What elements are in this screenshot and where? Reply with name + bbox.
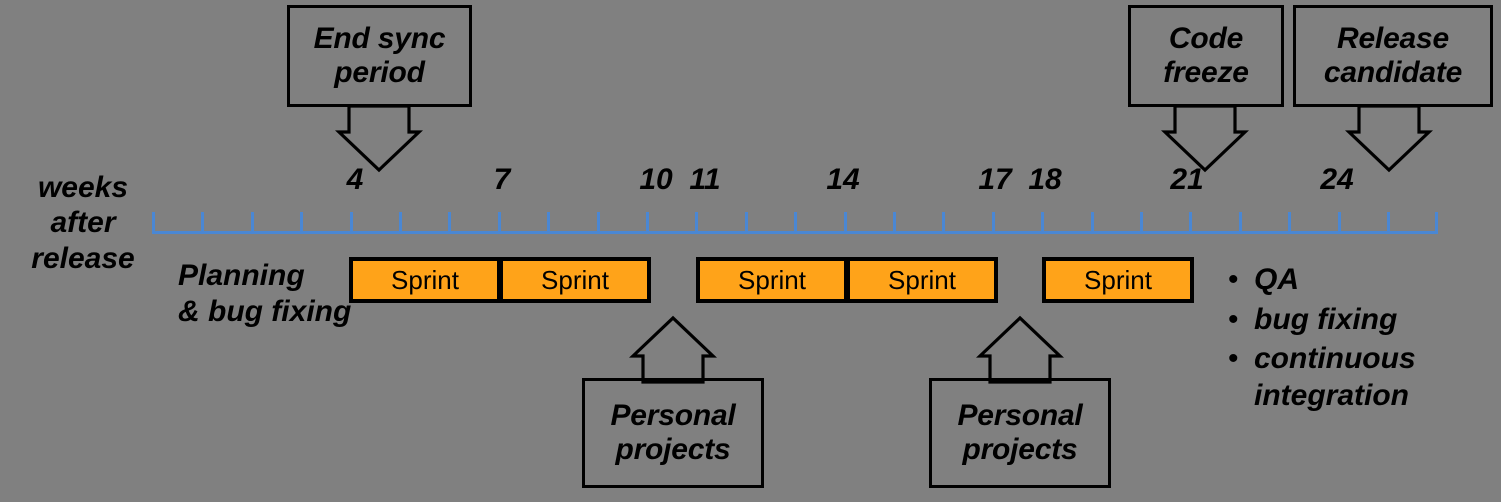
axis-tick [794,212,797,234]
callout-release-candidate-line1: Release [1336,22,1450,56]
callout-personal-projects-2-line2: projects [962,433,1078,466]
sprint-label: Sprint [391,264,459,295]
tick-label-4: 4 [346,163,364,196]
axis-label-line2: after [50,206,116,240]
planning-line2: & bug fixing [178,295,352,328]
axis-tick [844,212,847,234]
axis-tick [498,212,501,234]
axis-tick [646,212,649,234]
sprint-box-3[interactable]: Sprint [696,257,848,303]
callout-code-freeze-line2: freeze [1163,56,1249,89]
sprint-box-5[interactable]: Sprint [1042,257,1194,303]
sprint-box-4[interactable]: Sprint [846,257,998,303]
tick-label-17: 17 [978,163,1012,196]
callout-code-freeze-line1: Code [1168,22,1244,56]
tick-label-18: 18 [1028,163,1062,196]
list-item: • continuous integration [1228,341,1454,414]
planning-line1: Planning [178,259,305,292]
bullet-text: QA [1254,263,1299,296]
axis-label-weeks-after-release: weeks after release [18,170,148,276]
callout-end-sync-period[interactable]: End sync period [287,5,472,107]
sprint-box-2[interactable]: Sprint [499,257,651,303]
axis-tick [1387,212,1390,234]
axis-label-line1: weeks [37,171,129,204]
arrow-up-personal-projects-2 [975,315,1065,384]
bullet-text: continuous integration [1254,342,1416,412]
arrow-down-release-candidate [1344,104,1434,173]
sprint-box-1[interactable]: Sprint [349,257,501,303]
axis-tick [448,212,451,234]
callout-personal-projects-2[interactable]: Personal projects [929,378,1111,488]
arrow-down-code-freeze [1160,104,1250,173]
tick-label-24: 24 [1320,163,1354,196]
arrow-up-personal-projects-1 [628,315,718,384]
sprint-label: Sprint [541,264,609,295]
planning-label: Planning & bug fixing [178,258,351,330]
axis-tick [251,212,254,234]
bullet-dot-icon: • [1228,342,1239,376]
axis-tick [547,212,550,234]
callout-end-sync-period-line2: period [334,56,425,89]
list-item: • QA [1228,262,1454,299]
axis-label-line3: release [31,241,135,275]
callout-code-freeze[interactable]: Code freeze [1128,5,1284,107]
bullet-dot-icon: • [1228,263,1239,296]
axis-tick [1338,212,1341,234]
axis-tick [1288,212,1291,234]
callout-end-sync-period-line1: End sync [313,22,446,56]
axis-tick [201,212,204,234]
axis-tick [300,212,303,234]
axis-tick [152,212,155,234]
tick-label-10: 10 [639,163,673,196]
tick-label-14: 14 [826,163,860,196]
callout-personal-projects-1-line2: projects [615,433,731,466]
tick-label-7: 7 [493,163,511,196]
axis-tick [1435,212,1438,234]
axis-tick [1239,212,1242,234]
tick-label-11: 11 [689,163,721,196]
axis-tick [1189,212,1192,234]
axis-tick [597,212,600,234]
arrow-down-end-sync-period [334,104,424,173]
axis-tick [942,212,945,234]
list-item: • bug fixing [1228,302,1454,339]
callout-release-candidate-line2: candidate [1323,56,1463,89]
sprint-label: Sprint [888,264,956,295]
bullet-dot-icon: • [1228,302,1239,336]
callout-personal-projects-1-line1: Personal [610,399,736,433]
callout-personal-projects-1[interactable]: Personal projects [582,378,764,488]
axis-tick [350,212,353,234]
axis-tick [893,212,896,234]
axis-tick [1140,212,1143,234]
activity-bullet-list: • QA • bug fixing • continuous integrati… [1228,262,1454,417]
callout-personal-projects-2-line1: Personal [957,399,1083,433]
sprint-label: Sprint [738,264,806,295]
axis-tick [399,212,402,234]
axis-tick [745,212,748,234]
axis-tick [1041,212,1044,234]
bullet-text: bug fixing [1254,302,1398,336]
axis-tick [1091,212,1094,234]
axis-tick [992,212,995,234]
callout-release-candidate[interactable]: Release candidate [1293,5,1493,107]
sprint-label: Sprint [1084,264,1152,295]
axis-tick [695,212,698,234]
tick-label-21: 21 [1170,163,1204,196]
